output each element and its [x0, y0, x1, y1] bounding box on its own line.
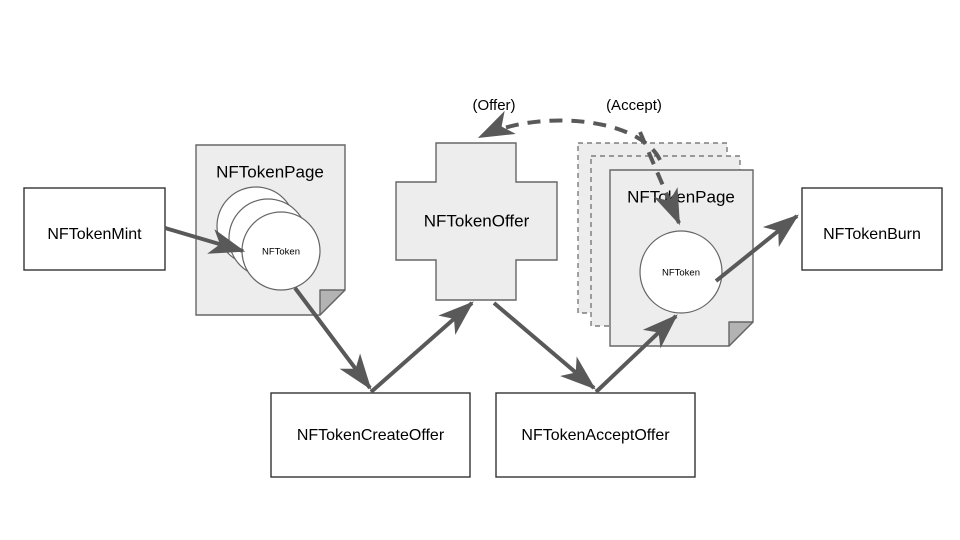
node-nftoken-burn[interactable]: NFTokenBurn	[801, 187, 943, 271]
nftoken-create-offer-label: NFTokenCreateOffer	[297, 427, 445, 444]
node-nftoken-create-offer[interactable]: NFTokenCreateOffer	[270, 392, 471, 478]
nftoken-offer-cross[interactable]	[395, 142, 558, 301]
nftoken-page-left-fold-icon	[319, 289, 346, 316]
nftoken-token-label-right: NFToken	[662, 268, 700, 279]
nftoken-page-left-label: NFTokenPage	[216, 162, 324, 181]
nftoken-page-right-label: NFTokenPage	[627, 187, 735, 206]
node-nftoken-page-left[interactable]: NFTokenPage NFToken	[195, 144, 346, 316]
nftoken-accept-offer-box[interactable]	[495, 392, 696, 478]
nftoken-mint-box[interactable]	[23, 187, 166, 271]
edge-offer-to-accept-offer	[492, 301, 596, 390]
edge-mint-to-page	[164, 226, 246, 254]
node-nftoken-page-right[interactable]: NFTokenPage NFToken	[577, 142, 754, 347]
edge-page-to-burn	[714, 214, 799, 283]
nftoken-token-label-left: NFToken	[262, 247, 300, 258]
edge-label-offer: (Offer)	[472, 97, 515, 114]
node-nftoken-offer[interactable]: NFTokenOffer	[395, 142, 558, 301]
nftoken-offer-label: NFTokenOffer	[424, 211, 530, 230]
node-nftoken-mint[interactable]: NFTokenMint	[23, 187, 166, 271]
edge-page-to-create-offer	[293, 286, 372, 390]
nftoken-burn-label: NFTokenBurn	[823, 226, 921, 243]
nftoken-circle-right[interactable]	[639, 230, 723, 314]
edge-accept-offer-to-page	[594, 314, 678, 394]
nftoken-page-right-fold-icon	[728, 321, 754, 347]
edge-create-offer-to-offer	[369, 301, 474, 394]
nftoken-accept-offer-label: NFTokenAcceptOffer	[521, 427, 670, 444]
edge-accept-dashed-down	[638, 131, 681, 226]
node-nftoken-accept-offer[interactable]: NFTokenAcceptOffer	[495, 392, 696, 478]
nftoken-burn-box[interactable]	[801, 187, 943, 271]
nftoken-create-offer-box[interactable]	[270, 392, 471, 478]
nftoken-mint-label: NFTokenMint	[47, 226, 142, 243]
edge-label-accept: (Accept)	[606, 97, 662, 114]
